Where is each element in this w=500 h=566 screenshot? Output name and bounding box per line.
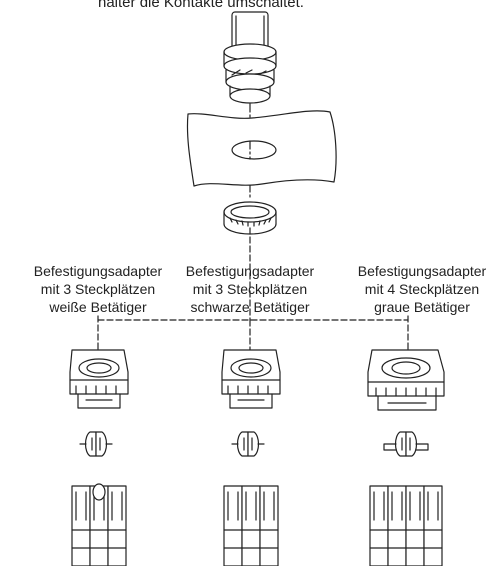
sealing-plate [186,110,337,187]
mounting-ring-nut [223,201,277,235]
contact-blocks-3-slot-black [223,485,279,566]
adapter-label-1: Befestigungsadapter mit 3 Steckplätzen w… [18,262,178,316]
cam-actuator-grey [383,431,429,457]
adapter-label-3-line3: graue Betätiger [374,299,470,315]
cam-actuator-black [231,431,265,457]
mounting-adapter-2 [221,349,281,409]
mounting-adapter-1 [69,349,129,409]
adapter-label-3-line1: Befestigungsadapter [357,263,487,279]
intro-text-fragment: halter die Kontakte umschaltet. [98,0,304,11]
adapter-label-2-line3: schwarze Betätiger [190,299,310,315]
adapter-connection-lines [97,227,409,351]
contact-blocks-4-slot-grey [369,485,443,566]
adapter-label-3-line2: mit 4 Steckplätzen [364,281,480,297]
adapter-label-2: Befestigungsadapter mit 3 Steckplätzen s… [170,262,330,316]
adapter-label-1-line2: mit 3 Steckplätzen [40,281,156,297]
contact-blocks-3-slot-white [71,483,127,566]
adapter-label-2-line1: Befestigungsadapter [185,263,315,279]
rotary-selector-knob [223,11,277,104]
adapter-label-3: Befestigungsadapter mit 4 Steckplätzen g… [342,262,500,316]
adapter-label-1-line1: Befestigungsadapter [33,263,163,279]
adapter-label-2-line2: mit 3 Steckplätzen [192,281,308,297]
cam-actuator-white [79,431,113,457]
adapter-label-1-line3: weiße Betätiger [49,299,147,315]
mounting-adapter-3 [367,349,445,411]
